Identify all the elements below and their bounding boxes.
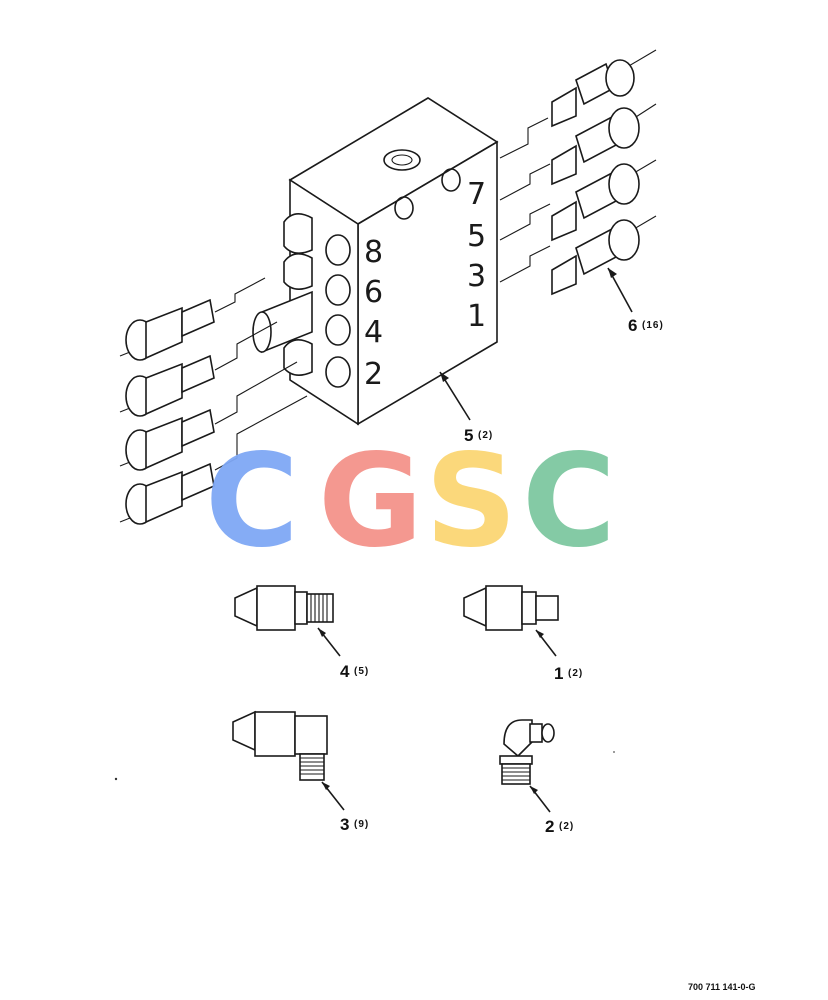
- left-fitting-3: [119, 408, 215, 471]
- callout-1: 1 (2): [554, 664, 583, 683]
- speck: [613, 751, 615, 753]
- callout-2-qty: (2): [559, 821, 574, 832]
- port-number-3: 3: [467, 259, 486, 294]
- watermark-letter-c1: C: [205, 427, 299, 576]
- speck: [114, 777, 118, 781]
- port-numbers-right: 7 5 3 1: [467, 177, 486, 334]
- callout-1-item: 1: [554, 664, 563, 683]
- callout-5: 5 (2): [464, 426, 493, 445]
- right-fitting-1: [551, 49, 657, 128]
- part-3-elbow-connector: [232, 710, 345, 811]
- callout-4-item: 4: [340, 662, 350, 681]
- port-numbers-left: 8 6 4 2: [364, 235, 383, 392]
- callout-6-qty: (16): [642, 320, 664, 331]
- callout-1-qty: (2): [568, 668, 583, 679]
- figure-id: 700 711 141-0-G: [688, 982, 756, 992]
- left-fitting-4: [119, 462, 215, 525]
- watermark-letter-s: S: [425, 427, 517, 576]
- port-number-4: 4: [364, 315, 383, 350]
- watermark-letter-g: G: [318, 427, 423, 576]
- watermark-letter-c2: C: [522, 427, 616, 576]
- part-1-straight-plain-connector: [463, 585, 559, 657]
- callout-6-item: 6: [628, 316, 637, 335]
- callout-3-qty: (9): [354, 819, 369, 830]
- distribution-block: [252, 97, 499, 426]
- port-number-5: 5: [467, 219, 486, 254]
- port-number-2: 2: [364, 357, 383, 392]
- callout-3-item: 3: [340, 815, 349, 834]
- port-number-1: 1: [467, 299, 486, 334]
- left-fitting-2: [119, 354, 215, 417]
- callout-leaders: [439, 267, 633, 421]
- right-fittings-group: [499, 49, 657, 296]
- callout-6: 6 (16): [628, 316, 664, 335]
- right-fitting-2: [551, 103, 657, 186]
- right-fitting-3: [551, 159, 657, 242]
- left-fitting-1: [119, 298, 215, 361]
- port-number-7: 7: [467, 177, 486, 212]
- left-fittings-group: [119, 277, 308, 525]
- part-4-straight-threaded-connector: [234, 585, 341, 657]
- callout-3: 3 (9): [340, 815, 369, 834]
- callout-2: 2 (2): [545, 817, 574, 836]
- callout-5-qty: (2): [478, 430, 493, 441]
- port-number-8: 8: [364, 235, 383, 270]
- cgsc-watermark: C G S C: [205, 427, 616, 576]
- callout-4: 4 (5): [340, 662, 369, 681]
- right-fitting-4: [551, 215, 657, 296]
- port-number-6: 6: [364, 275, 383, 310]
- callout-2-item: 2: [545, 817, 554, 836]
- callout-4-qty: (5): [354, 666, 369, 677]
- callout-5-item: 5: [464, 426, 473, 445]
- part-2-grease-fitting: [499, 719, 555, 813]
